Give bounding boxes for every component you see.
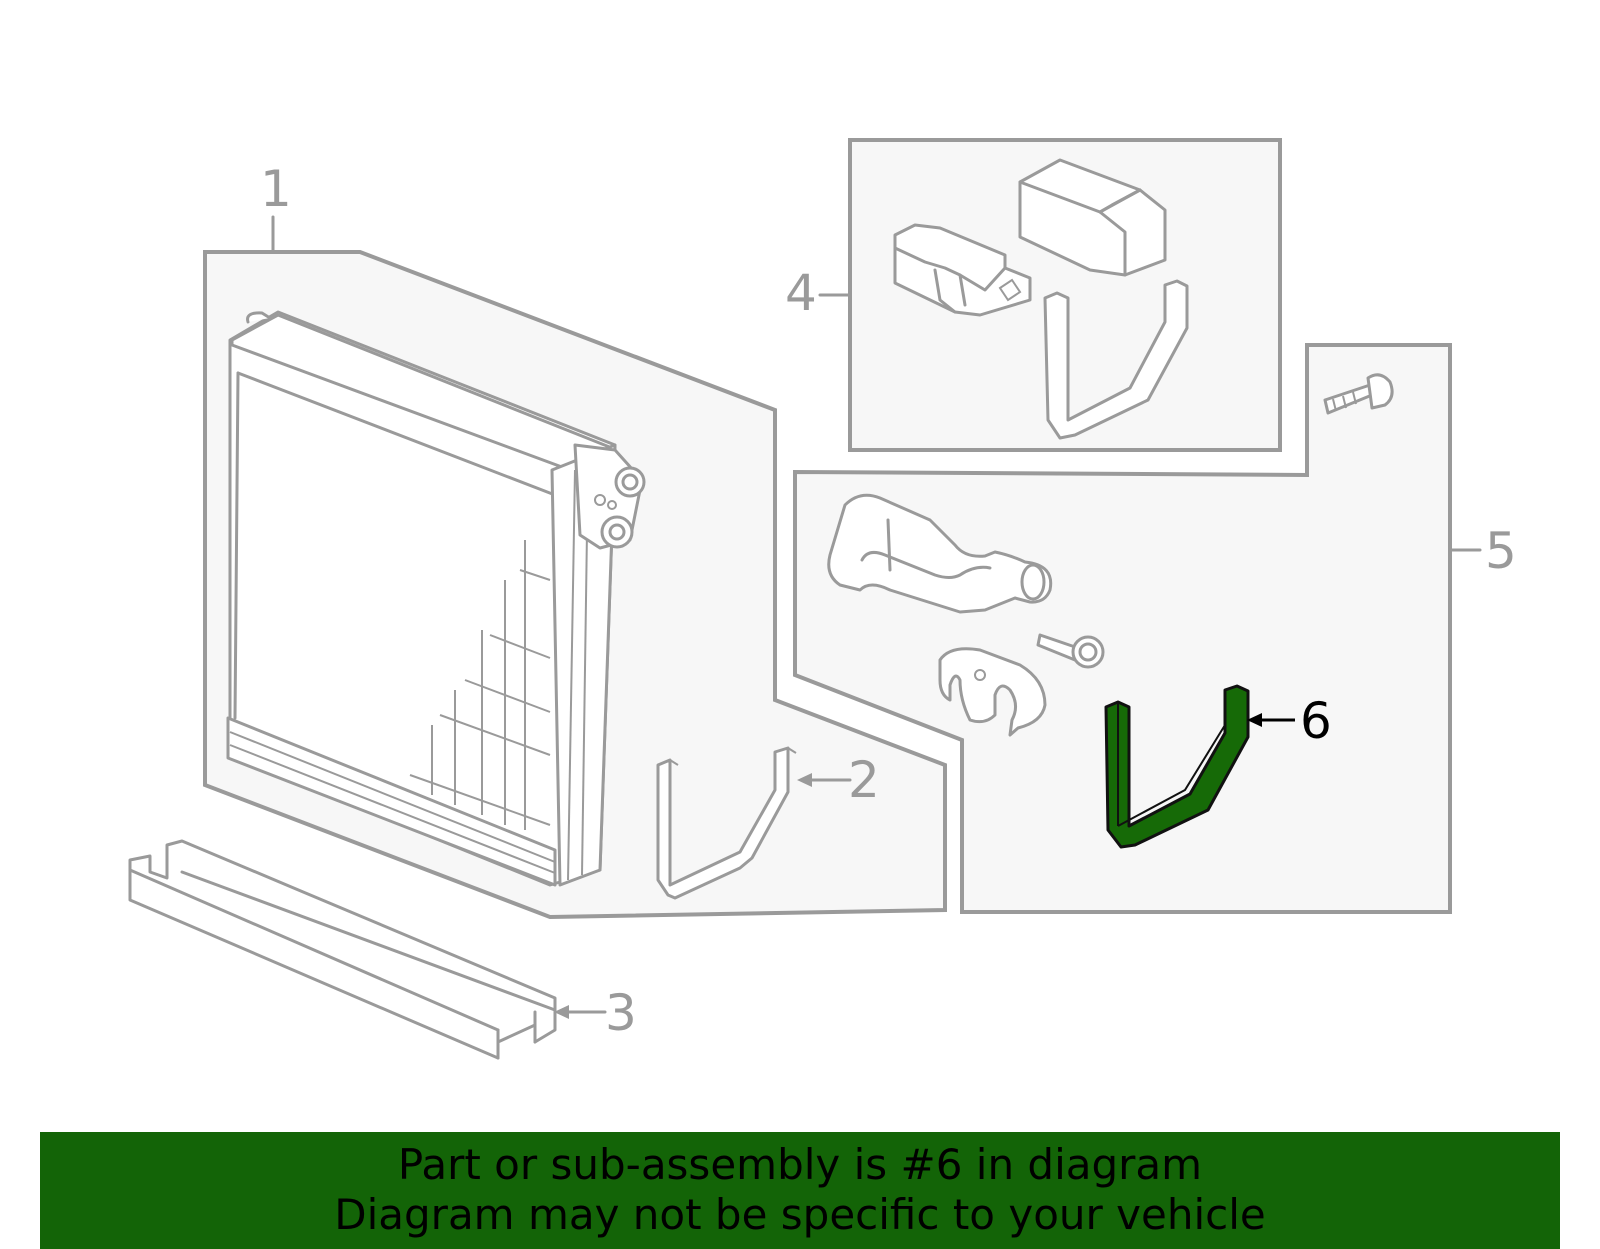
pipe-part-4 [1043,279,1189,440]
bracket-clamp [938,647,1047,737]
callout-3: 3 [605,984,637,1042]
callout-arrow-6 [1247,713,1295,727]
banner-line-1: Part or sub-assembly is #6 in diagram [397,1140,1203,1189]
sensor-housing [893,223,1032,317]
callout-6: 6 [1300,692,1332,750]
bolt-large [1323,373,1394,415]
pipe-part-2 [656,746,797,900]
callout-arrow-2 [797,773,852,787]
pipe-part-6-highlighted [1104,684,1250,849]
callout-arrow-3 [554,1005,607,1019]
pipe-fitting-connector [827,493,1053,614]
bolt-small [1036,633,1105,669]
evaporator-fitting [573,443,646,550]
callout-2: 2 [848,751,880,809]
callout-4: 4 [785,264,817,322]
callout-5: 5 [1485,522,1517,580]
evaporator-fins [409,540,551,830]
expansion-valve-block [1018,158,1167,277]
seal-part-3 [128,839,557,1060]
banner-line-2: Diagram may not be specific to your vehi… [334,1190,1266,1239]
info-banner: Part or sub-assembly is #6 in diagram Di… [40,1132,1560,1249]
callout-1: 1 [260,160,292,218]
evaporator-core [226,310,646,887]
panel-part-5 [793,343,1482,914]
